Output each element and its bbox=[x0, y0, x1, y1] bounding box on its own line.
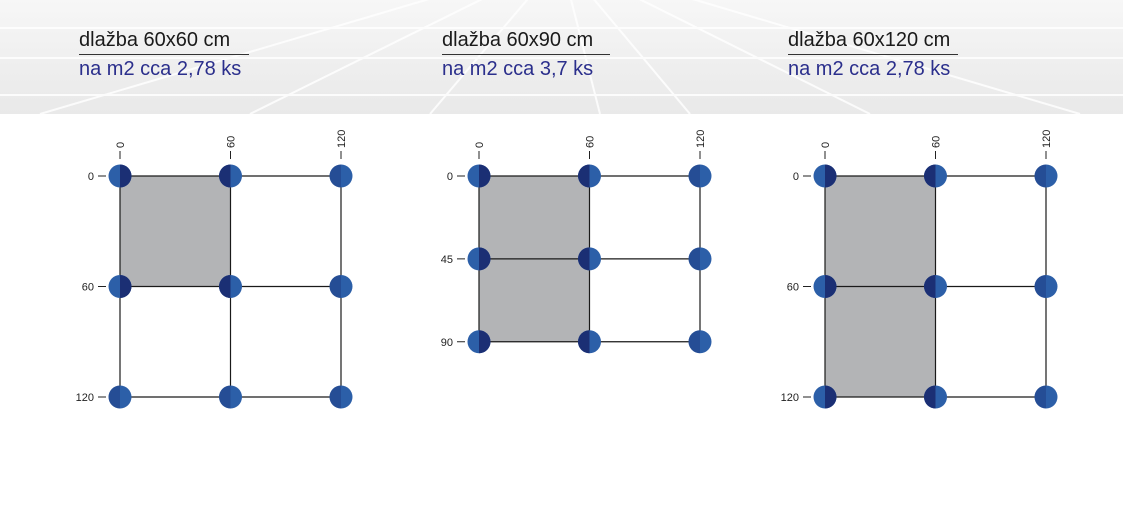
pedestal-dot bbox=[1034, 275, 1058, 298]
pedestal-dot bbox=[924, 164, 947, 188]
pedestal-dot-shade bbox=[120, 164, 132, 188]
pedestal-dot-shade bbox=[825, 385, 837, 409]
pedestal-dot bbox=[688, 164, 712, 188]
y-tick-label: 45 bbox=[441, 254, 453, 266]
pedestal-dot bbox=[578, 247, 601, 271]
pedestal-dot bbox=[1034, 385, 1058, 409]
pedestal-dot bbox=[924, 275, 947, 298]
pedestal-dot-base bbox=[688, 330, 712, 354]
panel-2-diagram: 0 60 120 0 45 90 bbox=[441, 130, 712, 354]
y-tick-label: 0 bbox=[447, 171, 453, 183]
x-tick-label: 120 bbox=[336, 130, 348, 148]
pedestal-dot bbox=[108, 385, 132, 409]
y-tick-label: 90 bbox=[441, 337, 453, 349]
x-tick-label: 60 bbox=[226, 136, 238, 148]
y-tick-label: 120 bbox=[781, 392, 799, 404]
floor-perspective-decoration bbox=[0, 0, 1123, 114]
pedestal-dot bbox=[1034, 164, 1058, 188]
pedestal-dot-shade bbox=[120, 275, 132, 298]
panel-1-title-block: dlažba 60x60 cm na m2 cca 2,78 ks bbox=[79, 27, 249, 82]
y-tick-label: 120 bbox=[76, 392, 94, 404]
pedestal-dot-base bbox=[1034, 275, 1058, 298]
pedestal-dot bbox=[329, 164, 353, 188]
x-tick-label: 120 bbox=[1041, 130, 1053, 148]
pedestal-dot-shade bbox=[219, 164, 231, 188]
pedestal-dot-base bbox=[219, 385, 242, 409]
pedestal-dot-shade bbox=[329, 385, 341, 409]
pedestal-dot-shade bbox=[924, 275, 936, 298]
panel-2-subtitle: na m2 cca 3,7 ks bbox=[442, 58, 594, 80]
pedestal-dot-shade bbox=[578, 164, 590, 188]
pedestal-dot-shade bbox=[329, 164, 341, 188]
pedestal-dot bbox=[813, 385, 837, 409]
pedestal-dot-shade bbox=[1034, 385, 1046, 409]
pedestal-dot-shade bbox=[1034, 164, 1046, 188]
panel-1-title: dlažba 60x60 cm bbox=[79, 27, 249, 55]
pedestal-dot bbox=[813, 275, 837, 298]
pedestal-dot-base bbox=[688, 247, 712, 271]
pedestal-dot bbox=[813, 164, 837, 188]
tile-rect bbox=[120, 176, 231, 287]
x-tick-label: 0 bbox=[115, 142, 127, 148]
pedestal-dot bbox=[688, 330, 712, 354]
pedestal-dot-base bbox=[108, 385, 132, 409]
pedestal-dot bbox=[688, 247, 712, 271]
panel-3-subtitle: na m2 cca 2,78 ks bbox=[788, 58, 951, 80]
pedestal-dot-shade bbox=[479, 164, 491, 188]
pedestal-dot bbox=[467, 164, 491, 188]
pedestal-dot-base bbox=[1034, 164, 1058, 188]
y-tick-label: 60 bbox=[787, 282, 799, 294]
x-tick-label: 0 bbox=[474, 142, 486, 148]
pedestal-dot-shade bbox=[219, 385, 231, 409]
panel-3-title-block: dlažba 60x120 cm na m2 cca 2,78 ks bbox=[788, 27, 958, 82]
pedestal-dot-shade bbox=[108, 385, 120, 409]
header-background bbox=[0, 0, 1123, 114]
pedestal-dot-shade bbox=[825, 275, 837, 298]
pedestal-dot bbox=[108, 275, 132, 298]
pedestal-dot bbox=[219, 385, 242, 409]
pedestal-dot bbox=[924, 385, 947, 409]
pedestal-dot-shade bbox=[578, 247, 590, 271]
pedestal-dot-shade bbox=[924, 164, 936, 188]
x-tick-label: 60 bbox=[585, 136, 597, 148]
pedestal-dot-shade bbox=[924, 385, 936, 409]
pedestal-dot bbox=[329, 275, 353, 298]
panel-1-diagram: 0 60 120 0 60 120 bbox=[76, 130, 353, 409]
pedestal-dot-shade bbox=[1034, 275, 1046, 298]
pedestal-dot-shade bbox=[825, 164, 837, 188]
pedestal-dot bbox=[467, 330, 491, 354]
pedestal-dot bbox=[329, 385, 353, 409]
panel-3-diagram: 0 60 120 0 60 120 bbox=[781, 130, 1058, 409]
pedestal-dot-base bbox=[329, 164, 353, 188]
pedestal-dot-shade bbox=[688, 330, 700, 354]
x-tick-label: 60 bbox=[931, 136, 943, 148]
y-tick-label: 0 bbox=[793, 171, 799, 183]
x-tick-label: 120 bbox=[695, 130, 707, 148]
panel-2-title-block: dlažba 60x90 cm na m2 cca 3,7 ks bbox=[442, 27, 610, 82]
pedestal-dot-base bbox=[329, 385, 353, 409]
pedestal-dot bbox=[108, 164, 132, 188]
y-tick-label: 0 bbox=[88, 171, 94, 183]
pedestal-dot-base bbox=[329, 275, 353, 298]
pedestal-dot bbox=[578, 164, 601, 188]
pedestal-dot-base bbox=[688, 164, 712, 188]
pedestal-dot-shade bbox=[479, 330, 491, 354]
pedestal-dot bbox=[219, 164, 242, 188]
y-tick-label: 60 bbox=[82, 282, 94, 294]
x-tick-label: 0 bbox=[820, 142, 832, 148]
pedestal-dot-shade bbox=[688, 247, 700, 271]
panel-3-title: dlažba 60x120 cm bbox=[788, 27, 958, 55]
pedestal-dot-shade bbox=[688, 164, 700, 188]
pedestal-dot-shade bbox=[479, 247, 491, 271]
pedestal-dot-shade bbox=[219, 275, 231, 298]
pedestal-dot-shade bbox=[329, 275, 341, 298]
pedestal-dot bbox=[219, 275, 242, 298]
pedestal-dot bbox=[467, 247, 491, 271]
pedestal-dot-base bbox=[1034, 385, 1058, 409]
panel-2-title: dlažba 60x90 cm bbox=[442, 27, 610, 55]
panel-1-subtitle: na m2 cca 2,78 ks bbox=[79, 58, 242, 80]
pedestal-dot-shade bbox=[578, 330, 590, 354]
pedestal-dot bbox=[578, 330, 601, 354]
